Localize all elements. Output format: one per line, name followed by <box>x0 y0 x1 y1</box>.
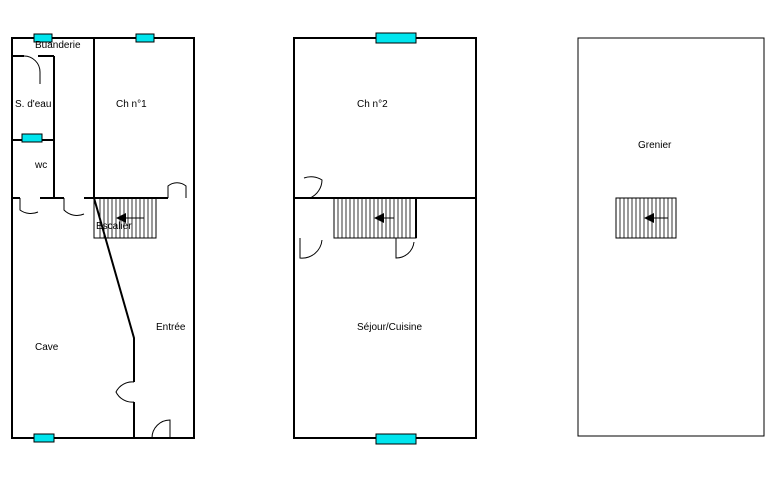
room-label-buanderie: Buanderie <box>35 40 81 51</box>
floor-plan-3: Grenier <box>577 37 765 437</box>
stair-1 <box>93 197 157 239</box>
room-label-chambre-2: Ch n°2 <box>357 99 388 110</box>
door-swing-wc <box>19 198 39 215</box>
room-label-salle-d-eau: S. d'eau <box>15 99 51 110</box>
window-cave <box>33 433 55 443</box>
floor-plan-2: Ch n°2 Séjour/Cuisine <box>293 32 477 445</box>
floor-plan-1: Buanderie S. d'eau Ch n°1 wc Escalier Ca… <box>11 33 195 443</box>
room-label-sejour-cuisine: Séjour/Cuisine <box>357 322 422 333</box>
window-sejour <box>375 433 417 445</box>
room-label-escalier: Escalier <box>96 221 132 232</box>
door-swing-entree <box>115 381 135 403</box>
door-swing-ch2 <box>294 176 323 199</box>
room-label-grenier: Grenier <box>638 140 672 151</box>
room-label-chambre-1: Ch n°1 <box>116 99 147 110</box>
room-label-cave: Cave <box>35 342 59 353</box>
room-label-entree: Entrée <box>156 322 186 333</box>
outer-wall-3 <box>577 37 765 437</box>
door-swing-sejour <box>299 238 323 259</box>
stair-3 <box>615 197 677 239</box>
door-swing-front <box>151 419 171 439</box>
door-swing-ch1 <box>167 182 187 198</box>
window-buanderie <box>33 33 53 43</box>
door-swing-cave <box>63 198 85 216</box>
room-label-wc: wc <box>34 160 47 171</box>
window-ch1 <box>135 33 155 43</box>
stair-2 <box>294 197 417 239</box>
window-ch2 <box>375 32 417 44</box>
door-swing-stair2 <box>395 238 415 259</box>
outer-wall-1 <box>11 37 195 439</box>
window-sdeau <box>21 133 43 143</box>
wall-diagonal <box>93 197 135 382</box>
door-swing-sdeau <box>23 55 41 84</box>
